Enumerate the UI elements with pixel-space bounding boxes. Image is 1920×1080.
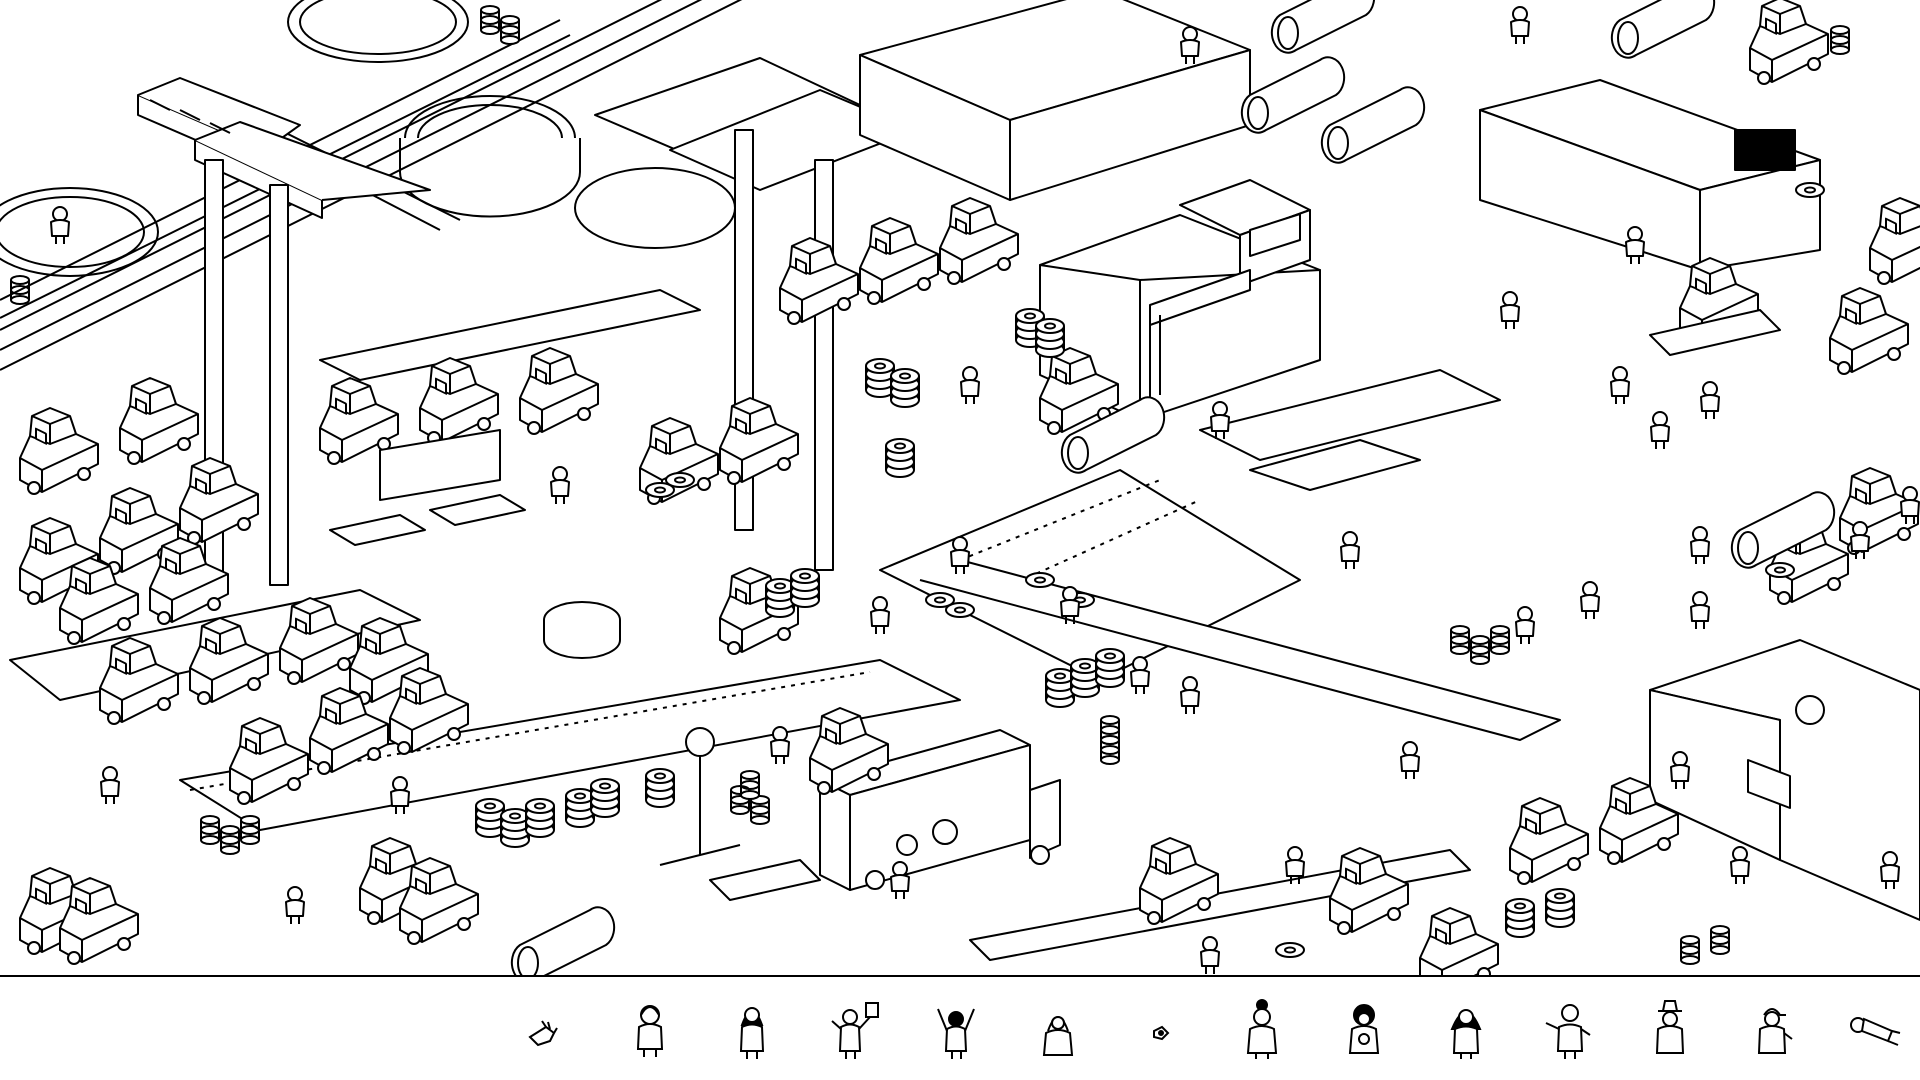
power-building <box>1039 179 1321 421</box>
main-warehouse <box>859 0 1251 201</box>
target-waving-with-paper[interactable] <box>826 995 882 1067</box>
target-dropped-glove[interactable] <box>520 995 576 1067</box>
person-hat-icon <box>1655 1000 1685 1054</box>
person-bighair-icon <box>1450 1009 1482 1059</box>
person-hood-sitting-icon <box>1042 1016 1074 1056</box>
hidden-targets-tray <box>0 975 1920 1080</box>
target-hooded-worker[interactable] <box>622 995 678 1067</box>
misc-props <box>329 309 1781 901</box>
target-small-object[interactable] <box>1132 995 1188 1067</box>
target-big-hair-person[interactable] <box>1438 995 1494 1067</box>
target-hooded-sitting[interactable] <box>1030 995 1086 1067</box>
person-lying-icon <box>1850 1017 1901 1046</box>
storage-vats <box>0 0 736 277</box>
glove-icon <box>528 1020 558 1047</box>
target-curly-hair-person[interactable] <box>1336 995 1392 1067</box>
person-curly-icon <box>1348 1004 1380 1054</box>
person-cap-icon <box>1757 1008 1793 1054</box>
game-scene[interactable] <box>0 0 1920 975</box>
worker-hood-icon <box>636 1005 664 1057</box>
target-waving-person[interactable] <box>1540 995 1596 1067</box>
person-hair-icon <box>739 1007 765 1059</box>
target-long-haired-person[interactable] <box>724 995 780 1067</box>
person-bun-icon <box>1246 999 1278 1059</box>
factory-illustration[interactable] <box>0 0 1920 975</box>
target-cap-person[interactable] <box>1744 995 1800 1067</box>
small-object-icon <box>1153 1025 1170 1041</box>
target-bun-hair-person[interactable] <box>1234 995 1290 1067</box>
target-hat-person[interactable] <box>1642 995 1698 1067</box>
person-paper-icon <box>831 1002 879 1059</box>
person-arms-up-icon <box>937 1008 975 1059</box>
target-lying-person[interactable] <box>1846 995 1902 1067</box>
office-building-bottom-right <box>1649 639 1920 921</box>
person-waving-icon <box>1545 1004 1591 1059</box>
target-arms-up-person[interactable] <box>928 995 984 1067</box>
control-building-right <box>1479 79 1821 271</box>
